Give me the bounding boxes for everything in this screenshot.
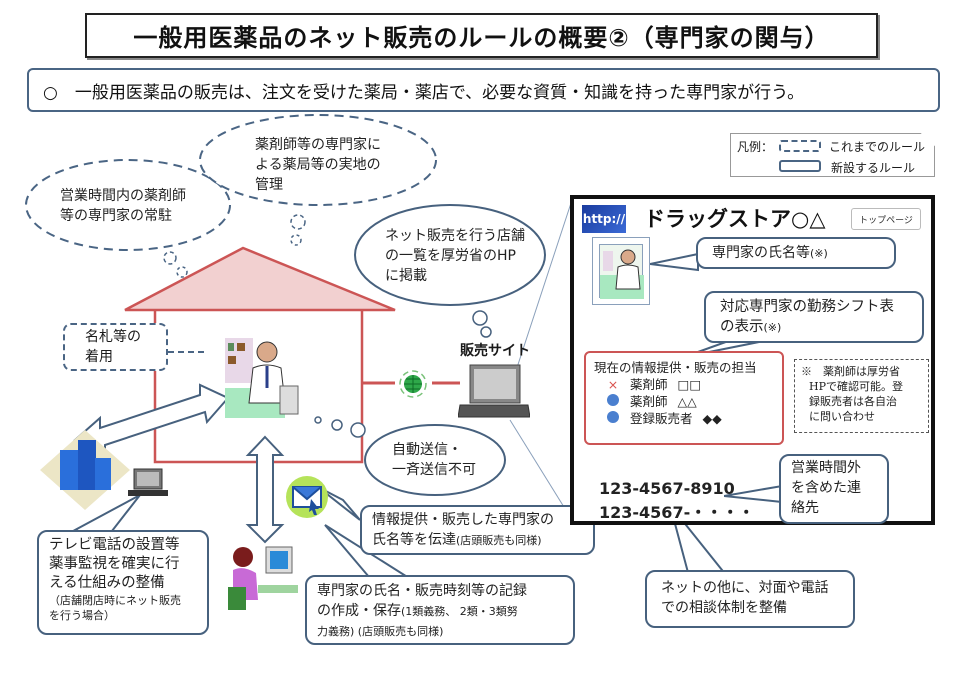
legend-new-rule: 新設するルール bbox=[831, 161, 916, 175]
thought-resident-text: 営業時間内の薬剤師 等の専門家の常駐 bbox=[60, 188, 186, 224]
double-arrow-vertical bbox=[245, 435, 285, 544]
pharmacist-illustration bbox=[225, 338, 300, 418]
staff-row: × 薬剤師 □□ bbox=[607, 377, 702, 392]
expert-name-callout: 専門家の氏名等(※) bbox=[696, 237, 896, 269]
globe-icon bbox=[398, 370, 428, 398]
phone-number-1: 123-4567-8910 bbox=[599, 479, 735, 498]
browser-mockup: http:// ドラッグストア○△ トップページ 専門家の氏名等(※) 対応専門… bbox=[570, 195, 935, 525]
zoom-line bbox=[509, 419, 573, 521]
name-tag-box: 名札等の 着用 bbox=[63, 323, 168, 371]
staff-row: 薬剤師 △△ bbox=[594, 393, 774, 410]
thought-management-text: 薬剤師等の専門家に よる薬局等の実地の 管理 bbox=[255, 137, 381, 193]
summary-statement: ○ 一般用医薬品の販売は、注文を受けた薬局・薬店で、必要な資質・知識を持った専門… bbox=[27, 68, 940, 112]
shift-callout: 対応専門家の勤務シフト表 の表示(※) bbox=[704, 291, 924, 343]
consultation-callout: ネットの他に、対面や電話 での相談体制を整備 bbox=[645, 570, 855, 628]
building-icon bbox=[40, 430, 130, 510]
expert-photo bbox=[599, 244, 644, 299]
current-staff-heading: 現在の情報提供・販売の担当 bbox=[594, 360, 757, 375]
email-icon bbox=[285, 475, 330, 520]
legend-dashed-swatch bbox=[779, 140, 821, 152]
available-dot-icon bbox=[607, 394, 619, 406]
phone-number-2: 123-4567-・・・・ bbox=[599, 503, 755, 522]
top-page-button[interactable]: トップページ bbox=[851, 208, 921, 230]
house-roof bbox=[124, 246, 396, 312]
small-laptop-icon bbox=[128, 468, 168, 498]
page-title: 一般用医薬品のネット販売のルールの概要②（専門家の関与） bbox=[85, 13, 878, 58]
after-hours-callout: 営業時間外 を含めた連 絡先 bbox=[779, 454, 889, 524]
laptop-icon bbox=[457, 363, 531, 421]
http-badge: http:// bbox=[582, 205, 626, 233]
email-callout: 情報提供・販売した専門家の 氏名等を伝達(店頭販売も同様) bbox=[360, 505, 595, 555]
tv-phone-callout: テレビ電話の設置等 薬事監視を確実に行 える仕組みの整備 （店舗閉店時にネット販… bbox=[37, 530, 209, 635]
cloud-hp-listing-text: ネット販売を行う店舗 の一覧を厚労省のHP に掲載 bbox=[385, 228, 525, 284]
expert-photo-frame bbox=[592, 237, 650, 305]
thought-cloud-management bbox=[199, 114, 437, 206]
legend-solid-swatch bbox=[779, 160, 821, 172]
footnote-box: ※ 薬剤師は厚労省 HPで確認可能。登 録販売者は各自治 に問い合わせ bbox=[794, 359, 929, 433]
cloud-auto-send-text: 自動送信・ 一斉送信不可 bbox=[392, 442, 476, 478]
sales-site-label: 販売サイト bbox=[460, 343, 530, 359]
staff-illustration bbox=[228, 545, 298, 610]
zoom-line bbox=[507, 199, 573, 396]
dashed-connector bbox=[168, 351, 206, 353]
cross-icon: × bbox=[607, 377, 619, 392]
legend-label: 凡例： bbox=[737, 140, 774, 154]
store-name: ドラッグストア○△ bbox=[644, 207, 826, 231]
thought-cloud-resident bbox=[25, 159, 231, 251]
cloud-auto-send bbox=[364, 424, 506, 496]
cloud-hp-listing bbox=[354, 204, 546, 306]
legend-existing-rule: これまでのルール bbox=[829, 140, 926, 154]
legend: 凡例： これまでのルール 新設するルール bbox=[730, 133, 935, 177]
current-staff-box: 現在の情報提供・販売の担当 × 薬剤師 □□ 薬剤師 △△ 登録販売者 ◆◆ bbox=[584, 351, 784, 445]
available-dot-icon bbox=[607, 411, 619, 423]
record-callout: 専門家の氏名・販売時刻等の記録 の作成・保存(1類義務、 2類・3類努 力義務)… bbox=[305, 575, 575, 645]
staff-row: 登録販売者 ◆◆ bbox=[594, 410, 774, 427]
